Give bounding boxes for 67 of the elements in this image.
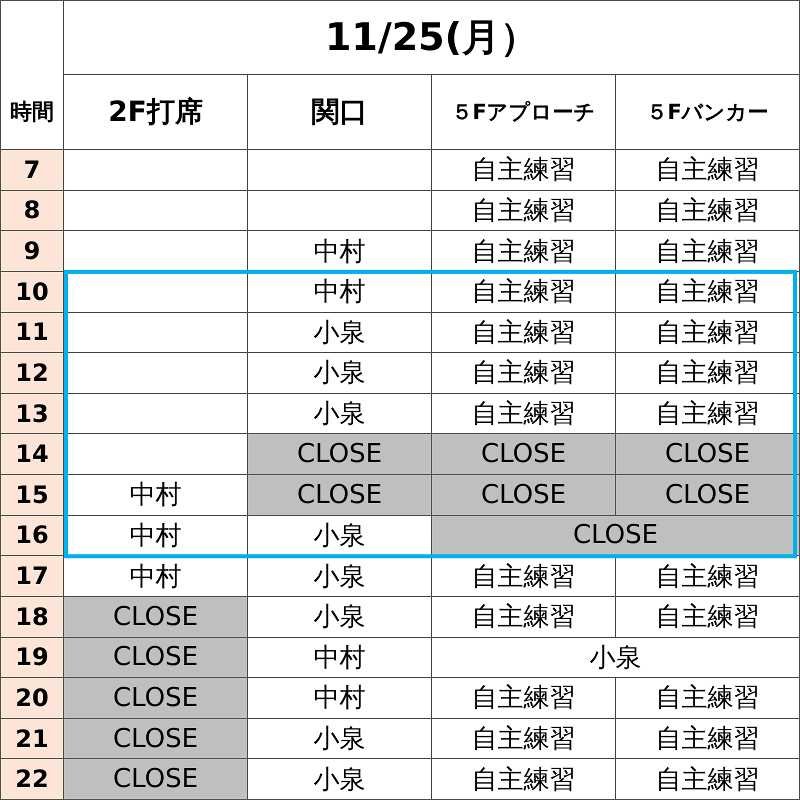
table-cell: 自主練習 xyxy=(616,231,800,272)
closed-cell: CLOSE xyxy=(64,678,248,719)
table-cell: 中村 xyxy=(248,272,432,312)
table-cell: 小泉 xyxy=(432,638,800,678)
table-cell: 自主練習 xyxy=(616,556,800,597)
hour-cell: 20 xyxy=(0,678,64,719)
hour-cell: 17 xyxy=(0,556,64,597)
closed-cell: CLOSE xyxy=(64,596,248,638)
closed-cell: CLOSE xyxy=(616,434,800,475)
table-cell: 中村 xyxy=(248,231,432,272)
table-cell: 小泉 xyxy=(248,596,432,638)
table-cell: 小泉 xyxy=(248,353,432,394)
hour-cell: 8 xyxy=(0,190,64,232)
table-cell: 自主練習 xyxy=(432,190,616,232)
table-cell: 自主練習 xyxy=(432,759,616,800)
hour-cell: 15 xyxy=(0,475,64,516)
closed-cell: CLOSE xyxy=(64,638,248,678)
closed-cell: CLOSE xyxy=(64,718,248,760)
hour-cell: 13 xyxy=(0,394,64,434)
table-cell: 自主練習 xyxy=(432,556,616,597)
table-cell: 自主練習 xyxy=(432,272,616,312)
table-cell: 自主練習 xyxy=(432,150,616,191)
table-cell: 自主練習 xyxy=(616,353,800,394)
table-cell: 自主練習 xyxy=(432,353,616,394)
table-cell: 中村 xyxy=(248,678,432,719)
header-cell: 2F打席 xyxy=(64,75,248,150)
hour-cell: 10 xyxy=(0,272,64,312)
table-cell: 自主練習 xyxy=(432,231,616,272)
table-cell: 自主練習 xyxy=(616,312,800,354)
title-cell: 11/25(月） xyxy=(64,0,800,75)
table-cell: 自主練習 xyxy=(616,678,800,719)
hour-cell: 12 xyxy=(0,353,64,394)
closed-cell: CLOSE xyxy=(616,475,800,516)
header-cell: ５Fバンカー xyxy=(616,75,800,150)
closed-cell: CLOSE xyxy=(432,475,616,516)
hour-cell: 18 xyxy=(0,596,64,638)
hour-cell: 21 xyxy=(0,718,64,760)
table-cell: 自主練習 xyxy=(616,759,800,800)
table-cell: 自主練習 xyxy=(616,596,800,638)
table-cell: 小泉 xyxy=(248,718,432,760)
table-cell: 自主練習 xyxy=(616,150,800,191)
table-cell: 小泉 xyxy=(248,759,432,800)
table-cell: 中村 xyxy=(64,516,248,556)
table-cell: 自主練習 xyxy=(616,718,800,760)
hour-cell: 16 xyxy=(0,516,64,556)
hour-cell: 19 xyxy=(0,638,64,678)
table-cell: 自主練習 xyxy=(616,190,800,232)
closed-cell: CLOSE xyxy=(248,475,432,516)
table-cell: 中村 xyxy=(248,638,432,678)
hour-cell: 22 xyxy=(0,759,64,800)
table-cell: 小泉 xyxy=(248,312,432,354)
table-cell: 自主練習 xyxy=(432,312,616,354)
hour-cell: 9 xyxy=(0,231,64,272)
table-cell: 自主練習 xyxy=(432,678,616,719)
closed-cell: CLOSE xyxy=(248,434,432,475)
hour-cell: 11 xyxy=(0,312,64,354)
hour-cell: 7 xyxy=(0,150,64,191)
table-cell: 自主練習 xyxy=(432,718,616,760)
closed-cell: CLOSE xyxy=(432,516,800,556)
closed-cell: CLOSE xyxy=(432,434,616,475)
header-cell: 関口 xyxy=(248,75,432,150)
table-cell: 小泉 xyxy=(248,556,432,597)
table-cell: 自主練習 xyxy=(616,272,800,312)
closed-cell: CLOSE xyxy=(64,759,248,800)
table-cell: 自主練習 xyxy=(432,596,616,638)
hour-cell: 14 xyxy=(0,434,64,475)
header-cell: ５Fアプローチ xyxy=(432,75,616,150)
